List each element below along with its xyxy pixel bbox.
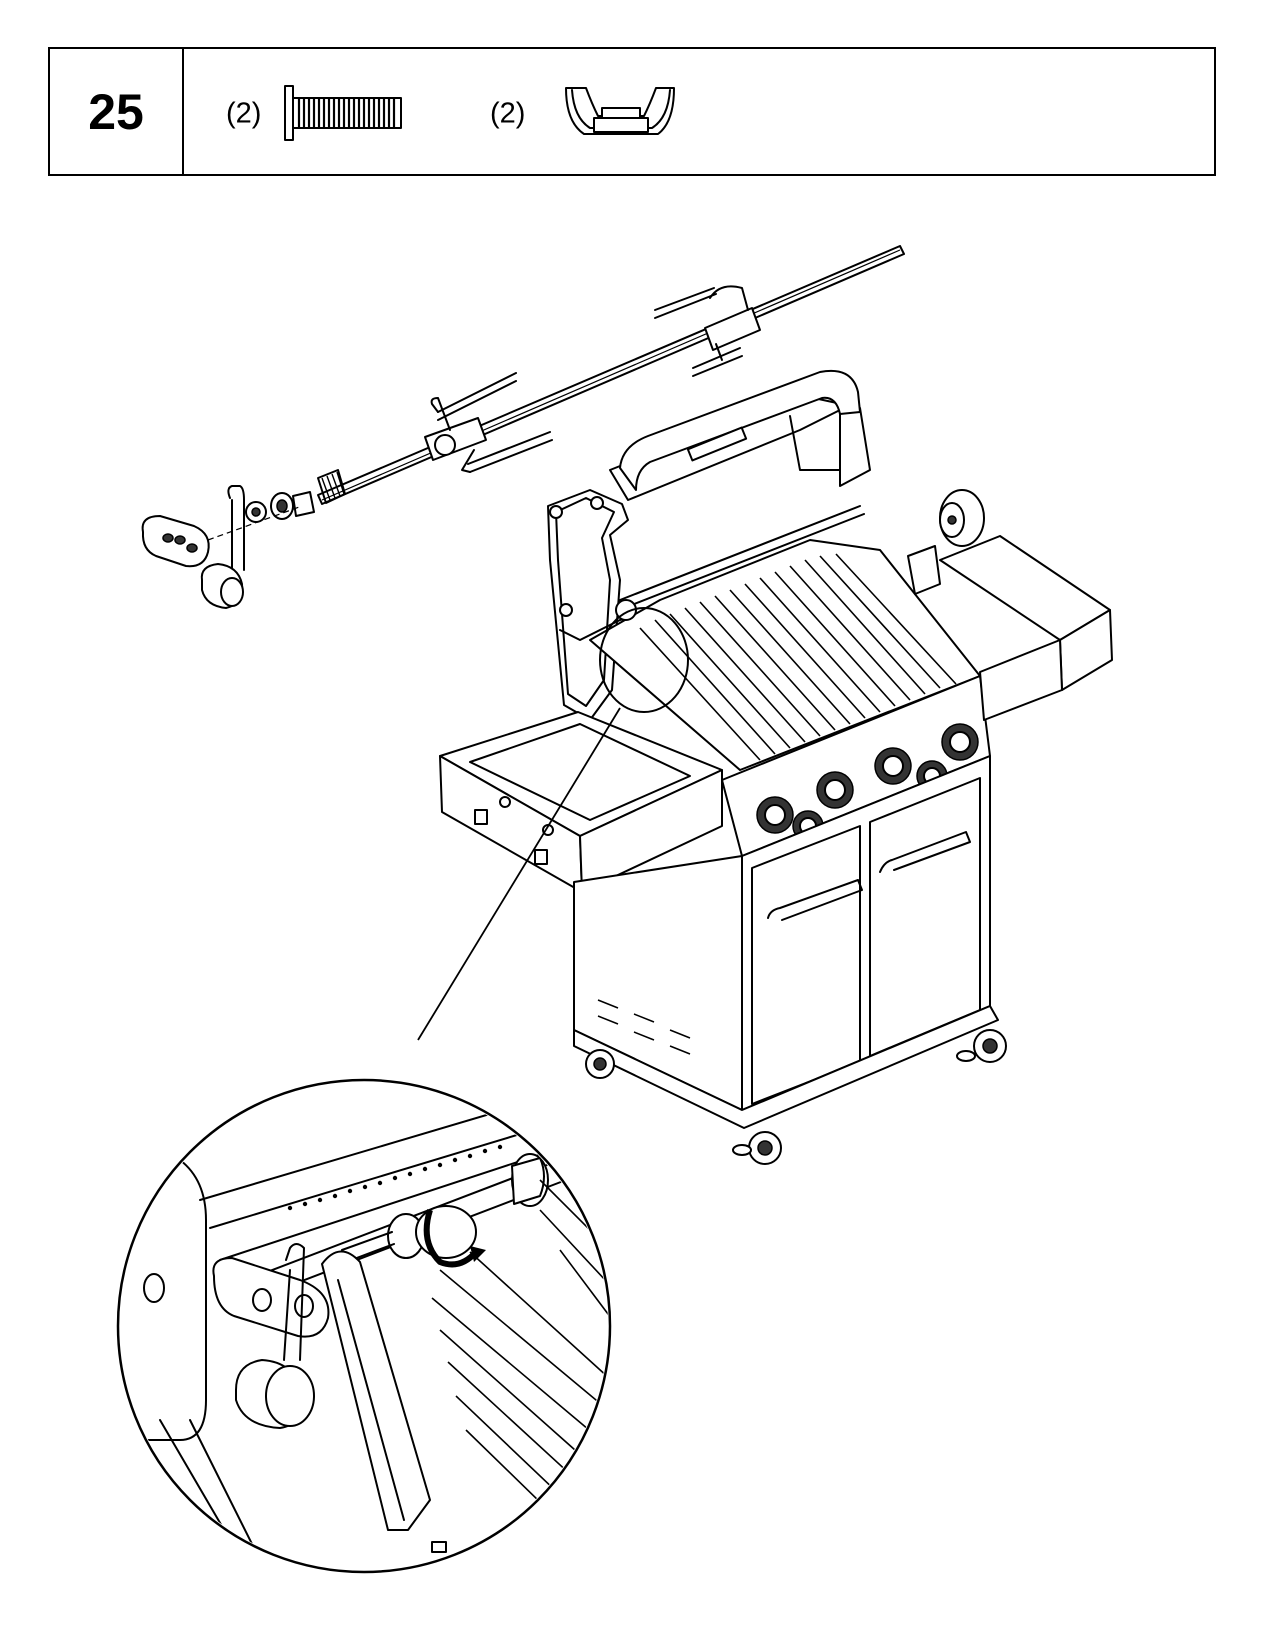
rotisserie-motor bbox=[907, 489, 985, 595]
hardware-quantity-clip: (2) bbox=[490, 97, 526, 130]
spit-fork-left bbox=[424, 372, 553, 473]
side-shelf-left bbox=[439, 711, 723, 893]
assembly-illustration bbox=[116, 245, 1113, 1574]
spit-handle-parts bbox=[141, 485, 315, 609]
step-number-cell: 25 bbox=[50, 49, 184, 174]
screw-icon bbox=[284, 85, 402, 141]
hardware-quantity-screw: (2) bbox=[226, 97, 262, 130]
side-shelf-right bbox=[939, 535, 1113, 721]
step-header: 25 (2) (2) bbox=[48, 47, 1216, 176]
grill-cart bbox=[573, 755, 1007, 1165]
spit-fork-clip-icon bbox=[565, 87, 675, 135]
step-number: 25 bbox=[88, 83, 144, 140]
grill-lid bbox=[547, 370, 871, 721]
spit-fork-right bbox=[654, 285, 761, 377]
